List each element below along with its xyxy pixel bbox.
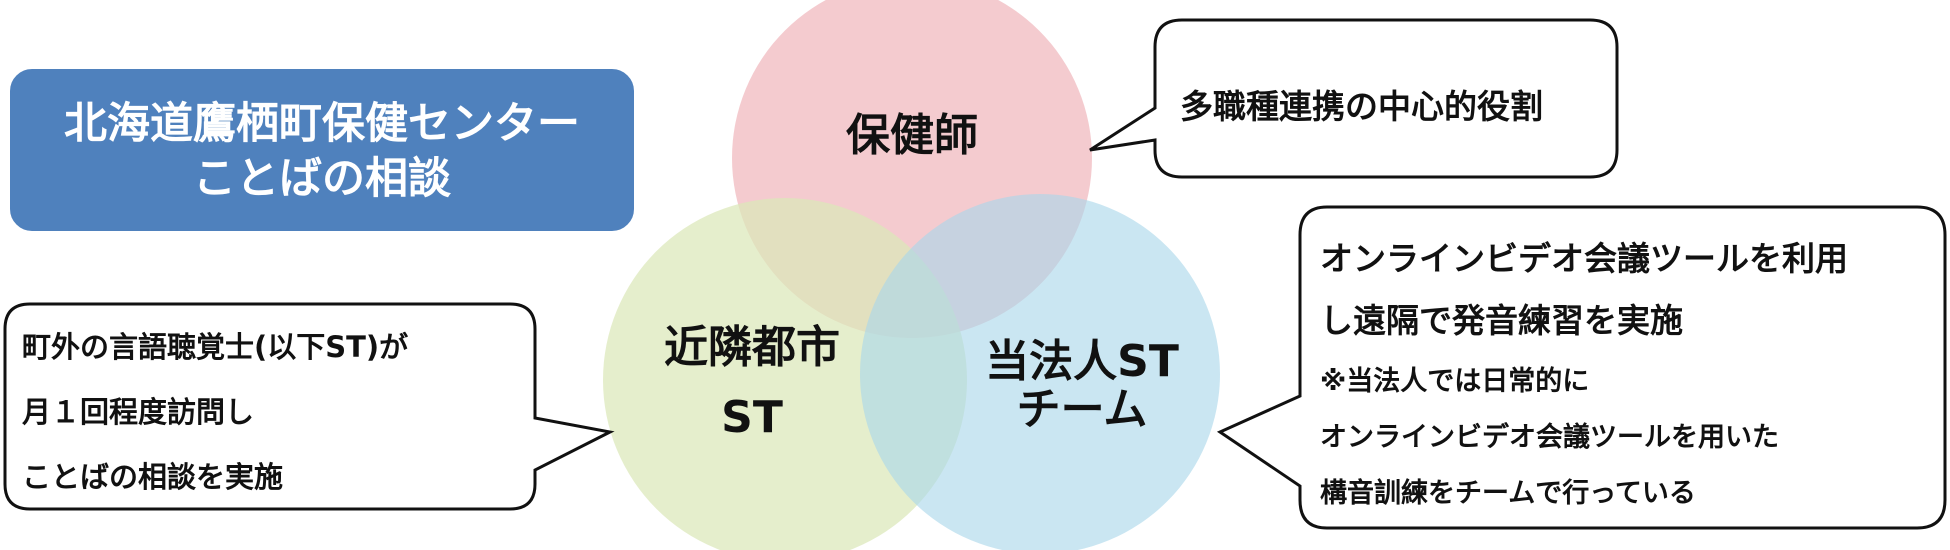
title-line-1: 北海道鷹栖町保健センター: [64, 99, 580, 149]
callout-left-line-3: ことばの相談を実施: [22, 460, 283, 494]
title-box-background: [6, 65, 638, 235]
callout-right-line-4: オンラインビデオ会議ツールを用いた: [1320, 421, 1779, 453]
circle-label-our-team-line-1: 当法人ST: [985, 336, 1179, 387]
callout-right-line-2: し遠隔で発音練習を実施: [1320, 301, 1683, 340]
callout-left-line-2: 月１回程度訪問し: [21, 395, 254, 429]
circle-our-st-team: [860, 194, 1220, 550]
callout-right-line-3: ※当法人では日常的に: [1320, 365, 1589, 397]
callout-left-line-1: 町外の言語聴覚士(以下ST)が: [22, 330, 408, 364]
callout-top-right-bubble: [1089, 18, 1619, 179]
circle-label-nearby-city-line-2: ST: [721, 392, 783, 443]
circle-label-our-team-line-2: チーム: [1017, 384, 1148, 435]
callout-right-line-5: 構音訓練をチームで行っている: [1320, 477, 1696, 509]
title-box: 北海道鷹栖町保健センター ことばの相談: [6, 65, 638, 235]
callout-right: オンラインビデオ会議ツールを利用 し遠隔で発音練習を実施 ※当法人では日常的に …: [1216, 205, 1947, 530]
title-line-2: ことばの相談: [193, 154, 451, 204]
callout-left: 町外の言語聴覚士(以下ST)が 月１回程度訪問し ことばの相談を実施: [3, 302, 615, 511]
circle-label-public-health-nurse: 保健師: [846, 110, 978, 161]
callout-top-right: 多職種連携の中心的役割: [1089, 18, 1619, 179]
circle-nearby-city-st: [603, 198, 967, 550]
callout-left-bubble: [3, 302, 615, 511]
venn-circles: [603, 0, 1220, 550]
callout-right-line-1: オンラインビデオ会議ツールを利用: [1320, 239, 1848, 278]
callout-top-right-text: 多職種連携の中心的役割: [1180, 87, 1543, 126]
callout-right-bubble: [1216, 205, 1947, 530]
circle-label-nearby-city-line-1: 近隣都市: [664, 322, 840, 373]
